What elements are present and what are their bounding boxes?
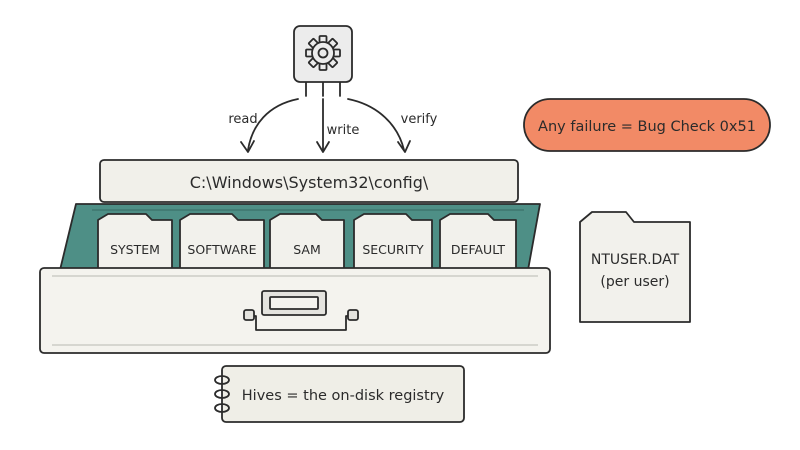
note-text: Hives = the on-disk registry [242,388,445,404]
read-label: read [228,112,257,127]
read-arrow [247,98,299,151]
hive-folder-sam: SAM [269,213,345,271]
write-label: write [327,123,360,138]
process-chip [293,25,353,97]
hive-folder-software: SOFTWARE [179,213,265,271]
svg-text:SOFTWARE: SOFTWARE [187,242,256,257]
verify-label: verify [401,112,438,127]
verify-arrow [347,98,405,151]
notebook-note: Hives = the on-disk registry [214,365,465,423]
ntuser-filename: NTUSER.DAT [591,252,680,268]
hive-folder-system: SYSTEM [97,213,173,271]
svg-text:DEFAULT: DEFAULT [451,242,506,257]
drawer-handle [243,290,359,331]
gear-icon [305,35,341,71]
spiral-binding [214,375,230,413]
failure-badge-text: Any failure = Bug Check 0x51 [538,119,756,135]
svg-text:SECURITY: SECURITY [362,242,424,257]
operation-arrows [240,98,411,153]
config-path-label: C:\Windows\System32\config\ [190,173,429,192]
svg-text:SAM: SAM [293,242,321,257]
hive-folder-security: SECURITY [353,213,433,271]
hive-folder-default: DEFAULT [439,213,517,271]
config-drawer: C:\Windows\System32\config\ SYSTEM SOFTW… [39,159,551,354]
ntuser-folder: NTUSER.DAT (per user) [579,211,691,323]
failure-badge: Any failure = Bug Check 0x51 [523,98,771,152]
ntuser-subtitle: (per user) [600,274,669,290]
svg-text:SYSTEM: SYSTEM [110,242,160,257]
